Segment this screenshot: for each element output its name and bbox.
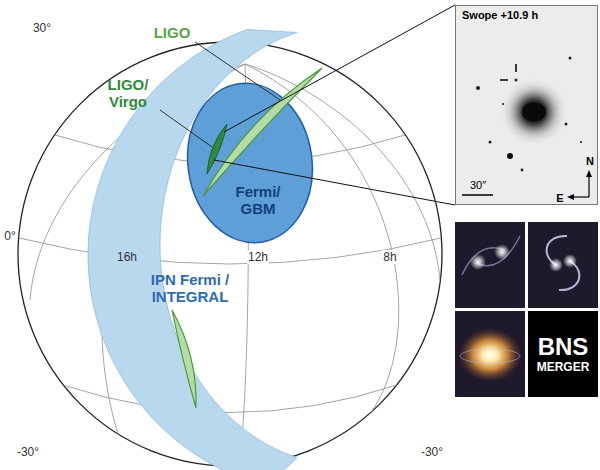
ligo-band <box>203 68 322 196</box>
axis-label: 16h <box>116 250 138 264</box>
scale-label: 30″ <box>470 179 486 192</box>
star <box>580 141 582 143</box>
axis-label: -30° <box>420 445 444 459</box>
region-label: Fermi/ GBM <box>228 183 288 218</box>
region-shape <box>183 78 318 248</box>
grid-line <box>63 385 397 413</box>
axis-label: 8h <box>382 250 397 264</box>
fermi-area <box>177 75 322 251</box>
neutron-star <box>494 244 510 260</box>
compass-label: N <box>586 155 594 168</box>
star <box>502 103 504 105</box>
transient-source <box>514 78 517 81</box>
celestial-sphere <box>18 42 442 466</box>
illustration-tile <box>528 222 598 308</box>
star <box>569 57 572 60</box>
merger-illustration <box>455 222 598 397</box>
merger-glow <box>458 328 522 382</box>
neutron-star <box>563 254 577 268</box>
axis-label: 30° <box>32 21 52 35</box>
illustration-tile <box>455 222 525 308</box>
region-label: LIGO/ Virgo <box>101 76 156 111</box>
ligo-virgo-region: LIGO/ Virgo <box>95 70 235 180</box>
axis-label: -30° <box>16 445 40 459</box>
illustration-tile <box>455 311 525 397</box>
leader-line <box>195 42 280 100</box>
merger-tile: BNS MERGER <box>528 311 598 397</box>
compass-label: E <box>556 192 563 205</box>
region-label: LIGO <box>154 24 191 41</box>
star <box>521 169 524 172</box>
galaxy-halo <box>500 78 568 146</box>
compass-arrow <box>573 196 589 197</box>
axis-label: 12h <box>247 250 269 264</box>
fermi-gbm-region: Fermi/ GBM <box>183 78 318 248</box>
grid-line <box>19 238 441 264</box>
source-tick <box>515 64 517 72</box>
merger-label: BNS MERGER <box>530 333 596 374</box>
star <box>489 141 492 144</box>
swope-image <box>455 5 598 205</box>
star <box>565 123 568 126</box>
image-ground <box>455 5 598 205</box>
ligo-virgo-area <box>207 124 227 174</box>
scale-bar <box>462 194 493 196</box>
region-shape <box>148 20 328 415</box>
ligo-region: LIGO <box>148 20 328 415</box>
compass-arrow <box>588 176 589 197</box>
inset-title: Swope +10.9 h <box>462 9 538 22</box>
swope-inset: Swope +10.9 h 30″ N E <box>455 5 598 205</box>
star <box>476 86 480 90</box>
coordinate-grid <box>19 64 441 466</box>
axis-label: 0° <box>3 229 16 243</box>
leader-line <box>214 160 455 205</box>
ejecta-ring <box>460 349 520 363</box>
region-label: IPN Fermi / INTEGRAL <box>135 271 245 306</box>
ligo-band <box>172 310 196 408</box>
neutron-star <box>470 254 486 270</box>
leader-line <box>160 110 212 147</box>
compass-arrowhead <box>586 170 592 177</box>
star <box>507 153 513 159</box>
neutron-star <box>549 258 563 272</box>
source-tick <box>500 79 508 81</box>
compass-arrowhead <box>567 194 574 200</box>
galaxy-core <box>522 102 546 122</box>
leader-line <box>224 5 455 132</box>
